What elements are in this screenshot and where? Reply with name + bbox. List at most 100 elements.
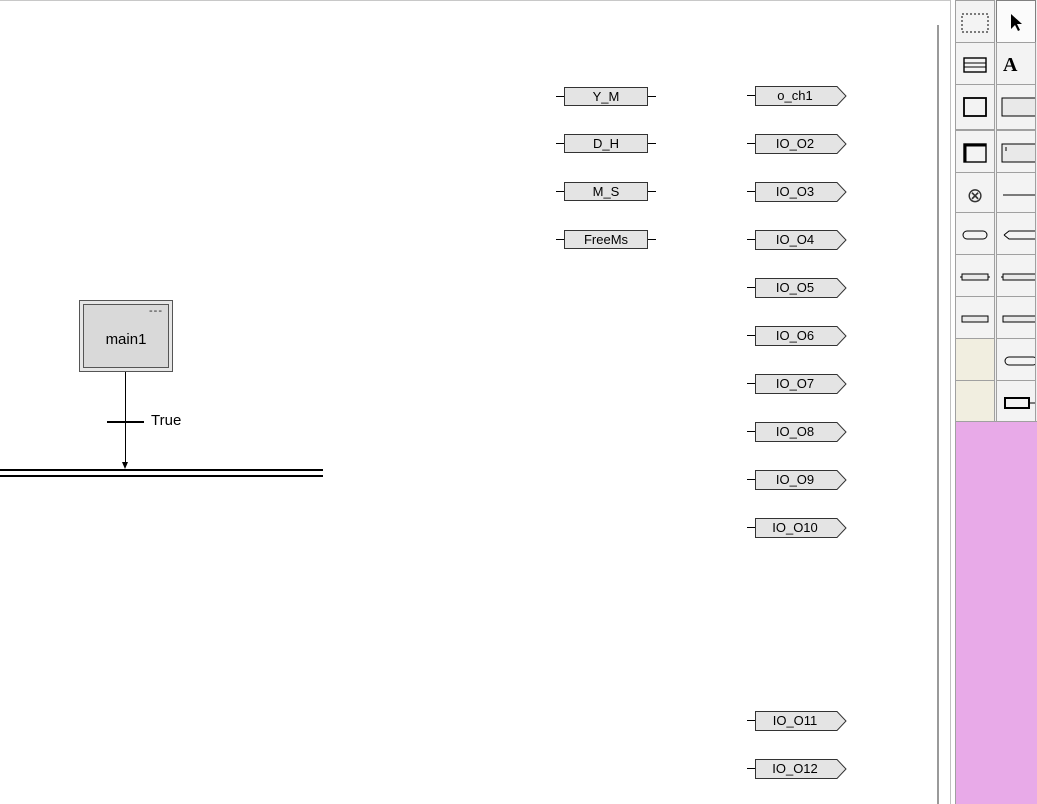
step-inner-frame: --- main1 bbox=[83, 304, 169, 368]
bar-output-alt-icon[interactable] bbox=[996, 296, 1036, 342]
step-icon-glyph bbox=[956, 85, 994, 129]
output-port-block[interactable]: o_ch1 bbox=[747, 86, 847, 106]
connector-left bbox=[747, 191, 756, 192]
input-variable-block[interactable]: Y_M bbox=[556, 87, 656, 107]
output-port-block[interactable]: IO_O3 bbox=[747, 182, 847, 202]
output-port-block[interactable]: IO_O6 bbox=[747, 326, 847, 346]
connector-left bbox=[747, 287, 756, 288]
output-port-shape bbox=[755, 711, 847, 731]
comment-block-icon-glyph bbox=[956, 43, 994, 87]
connector-left bbox=[556, 239, 564, 240]
output-port-label: IO_O4 bbox=[775, 232, 815, 247]
sfc-editor-canvas[interactable] bbox=[0, 0, 937, 804]
pill-inout-icon[interactable] bbox=[996, 212, 1036, 258]
output-port-block[interactable]: IO_O5 bbox=[747, 278, 847, 298]
output-port-label: o_ch1 bbox=[777, 88, 813, 103]
pill-inout-icon-glyph bbox=[997, 213, 1035, 257]
output-port-shape bbox=[755, 134, 847, 154]
input-variable-label: D_H bbox=[564, 134, 648, 153]
connector-right bbox=[648, 96, 656, 97]
comment-block-icon[interactable] bbox=[955, 42, 995, 88]
bar-variable-icon-glyph bbox=[956, 255, 994, 299]
link-arrow-icon bbox=[122, 462, 128, 469]
connector-right bbox=[648, 143, 656, 144]
input-variable-label: FreeMs bbox=[564, 230, 648, 249]
initial-step-icon[interactable] bbox=[955, 130, 995, 176]
output-port-label: IO_O10 bbox=[772, 520, 818, 535]
marquee-select-icon[interactable] bbox=[955, 0, 995, 46]
output-port-block[interactable]: IO_O7 bbox=[747, 374, 847, 394]
output-port-shape bbox=[755, 470, 847, 490]
bar-variable-alt-icon-glyph bbox=[997, 255, 1035, 299]
pill-input-icon[interactable] bbox=[955, 212, 995, 258]
input-variable-block[interactable]: D_H bbox=[556, 134, 656, 154]
pointer-arrow-icon-glyph bbox=[997, 1, 1035, 45]
step-icon[interactable] bbox=[955, 84, 995, 130]
connector-left bbox=[747, 431, 756, 432]
bar-output-icon[interactable] bbox=[955, 296, 995, 342]
sfc-step-main1[interactable]: --- main1 bbox=[79, 300, 173, 372]
macro-step-icon[interactable] bbox=[996, 130, 1036, 176]
connector-left bbox=[747, 95, 756, 96]
simultaneous-divergence-bar[interactable] bbox=[0, 469, 323, 477]
step-alt-icon-glyph bbox=[997, 85, 1035, 129]
output-port-block[interactable]: IO_O12 bbox=[747, 759, 847, 779]
canvas-top-border bbox=[0, 0, 950, 1]
output-port-shape bbox=[755, 86, 847, 106]
bar-variable-icon[interactable] bbox=[955, 254, 995, 300]
input-variable-block[interactable]: M_S bbox=[556, 182, 656, 202]
output-port-block[interactable]: IO_O9 bbox=[747, 470, 847, 490]
jump-circle-icon-glyph: ⊗ bbox=[966, 184, 984, 207]
connector-left bbox=[556, 96, 564, 97]
pill-small-icon-glyph bbox=[997, 339, 1035, 383]
output-port-label: IO_O7 bbox=[775, 376, 815, 391]
output-port-label: IO_O5 bbox=[775, 280, 815, 295]
output-port-label: IO_O3 bbox=[775, 184, 815, 199]
step-name: main1 bbox=[105, 331, 147, 348]
transition-condition[interactable]: True bbox=[151, 412, 182, 429]
transition-line-icon[interactable] bbox=[996, 172, 1036, 218]
connector-left bbox=[747, 527, 756, 528]
input-variable-block[interactable]: FreeMs bbox=[556, 230, 656, 250]
output-port-shape bbox=[755, 278, 847, 298]
initial-step-icon-glyph bbox=[956, 131, 994, 175]
output-port-shape bbox=[755, 230, 847, 250]
empty-tool-slot bbox=[955, 380, 995, 426]
connector-left bbox=[747, 479, 756, 480]
pill-input-icon-glyph bbox=[956, 213, 994, 257]
output-port-block[interactable]: IO_O10 bbox=[747, 518, 847, 538]
output-port-block[interactable]: IO_O2 bbox=[747, 134, 847, 154]
connector-left bbox=[747, 143, 756, 144]
empty-tool-slot bbox=[955, 338, 995, 384]
output-port-label: IO_O6 bbox=[775, 328, 815, 343]
output-port-label: IO_O11 bbox=[772, 713, 818, 728]
input-variable-label: M_S bbox=[564, 182, 648, 201]
output-port-block[interactable]: IO_O4 bbox=[747, 230, 847, 250]
input-variable-label: Y_M bbox=[564, 87, 648, 106]
step-action-marker: --- bbox=[149, 305, 163, 317]
output-port-shape bbox=[755, 374, 847, 394]
output-port-block[interactable]: IO_O11 bbox=[747, 711, 847, 731]
connector-left bbox=[556, 143, 564, 144]
output-port-shape bbox=[755, 422, 847, 442]
output-port-shape bbox=[755, 518, 847, 538]
panel-divider[interactable] bbox=[950, 0, 951, 804]
canvas-vertical-scroll-edge[interactable] bbox=[937, 25, 939, 804]
connector-left bbox=[747, 768, 756, 769]
bar-variable-alt-icon[interactable] bbox=[996, 254, 1036, 300]
step-link-line[interactable] bbox=[125, 372, 126, 464]
toolbox-properties-pane[interactable] bbox=[955, 421, 1037, 804]
pill-small-icon[interactable] bbox=[996, 338, 1036, 384]
block-icon-glyph bbox=[997, 381, 1035, 425]
step-alt-icon[interactable] bbox=[996, 84, 1036, 130]
connector-right bbox=[648, 191, 656, 192]
block-icon[interactable] bbox=[996, 380, 1036, 426]
output-port-label: IO_O2 bbox=[775, 136, 815, 151]
text-tool-icon[interactable]: A bbox=[996, 42, 1036, 88]
connector-left bbox=[747, 383, 756, 384]
output-port-shape bbox=[755, 182, 847, 202]
output-port-shape bbox=[755, 326, 847, 346]
sfc-transition[interactable] bbox=[107, 421, 144, 423]
output-port-block[interactable]: IO_O8 bbox=[747, 422, 847, 442]
pointer-arrow-icon[interactable] bbox=[996, 0, 1036, 46]
